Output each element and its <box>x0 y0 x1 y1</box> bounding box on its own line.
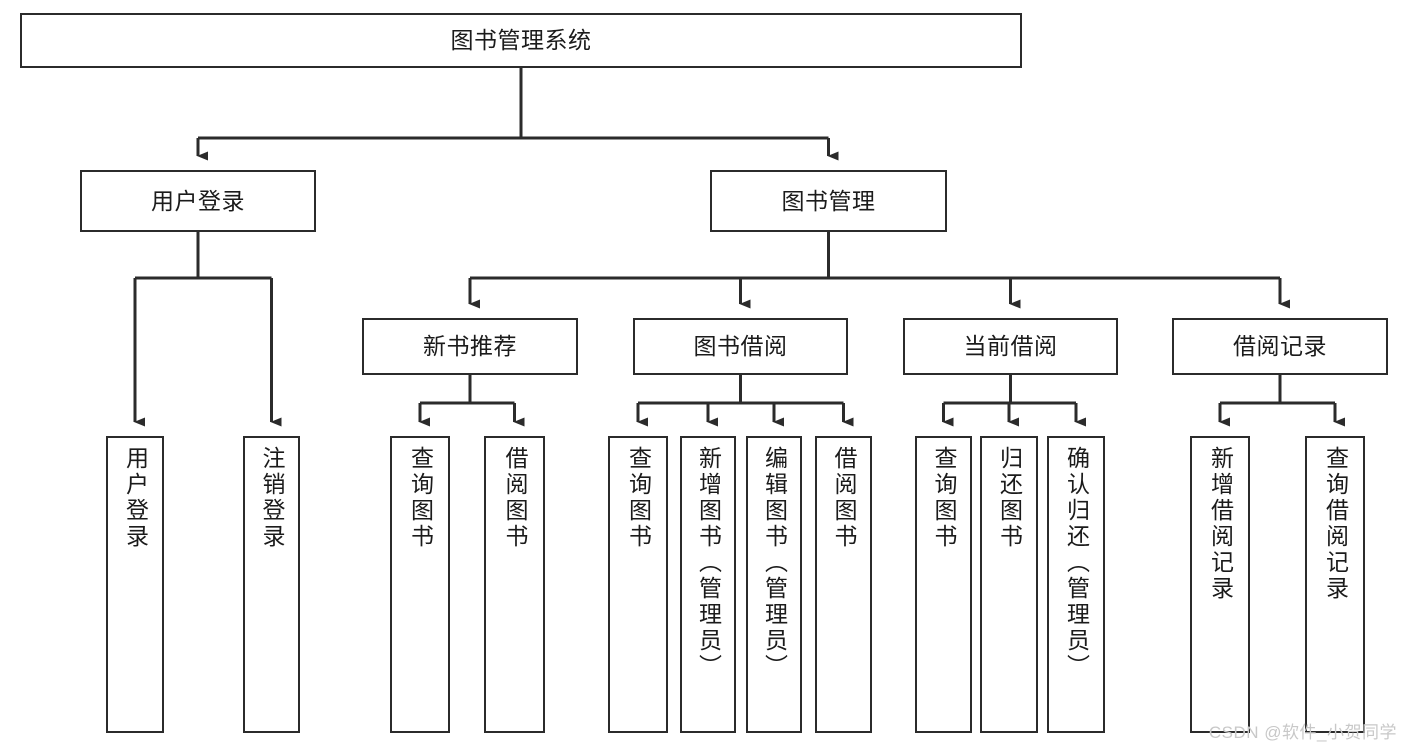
node-label: 图书管理系统 <box>450 27 592 54</box>
node-label: 查询图书 <box>931 446 957 550</box>
node-borrow-record[interactable]: 借阅记录 <box>1172 318 1388 375</box>
node-label: 新增图书（管理员） <box>695 446 722 680</box>
node-label: 编辑图书（管理员） <box>761 446 788 680</box>
node-label: 查询图书 <box>625 446 652 550</box>
node-book-mgmt[interactable]: 图书管理 <box>710 170 947 232</box>
node-leaf-bb-add[interactable]: 新增图书（管理员） <box>680 436 736 733</box>
node-new-book-rec[interactable]: 新书推荐 <box>362 318 578 375</box>
node-label: 借阅图书 <box>831 446 857 550</box>
node-label: 当前借阅 <box>963 333 1058 360</box>
node-leaf-br-query[interactable]: 查询借阅记录 <box>1305 436 1365 733</box>
node-label: 注销登录 <box>259 446 285 550</box>
node-leaf-user-login[interactable]: 用户登录 <box>106 436 164 733</box>
node-label: 图书借阅 <box>693 333 788 360</box>
node-leaf-rec-query[interactable]: 查询图书 <box>390 436 450 733</box>
node-leaf-bb-borrow[interactable]: 借阅图书 <box>815 436 872 733</box>
node-leaf-bb-edit[interactable]: 编辑图书（管理员） <box>746 436 802 733</box>
node-leaf-cb-confirm[interactable]: 确认归还（管理员） <box>1047 436 1105 733</box>
node-label: 确认归还（管理员） <box>1063 446 1090 680</box>
node-leaf-cb-return[interactable]: 归还图书 <box>980 436 1038 733</box>
node-label: 用户登录 <box>151 187 245 214</box>
node-label: 查询借阅记录 <box>1322 446 1349 602</box>
node-leaf-user-logout[interactable]: 注销登录 <box>243 436 300 733</box>
node-current-borrow[interactable]: 当前借阅 <box>903 318 1118 375</box>
node-leaf-rec-borrow[interactable]: 借阅图书 <box>484 436 545 733</box>
node-label: 图书管理 <box>781 187 876 214</box>
node-book-borrow[interactable]: 图书借阅 <box>633 318 848 375</box>
node-leaf-cb-query[interactable]: 查询图书 <box>915 436 972 733</box>
node-label: 查询图书 <box>407 446 434 550</box>
node-label: 借阅图书 <box>502 446 528 550</box>
node-label: 归还图书 <box>996 446 1023 550</box>
node-label: 新增借阅记录 <box>1207 446 1234 602</box>
node-user-login[interactable]: 用户登录 <box>80 170 316 232</box>
node-leaf-br-add[interactable]: 新增借阅记录 <box>1190 436 1250 733</box>
node-label: 用户登录 <box>122 446 149 550</box>
node-root[interactable]: 图书管理系统 <box>20 13 1022 68</box>
node-leaf-bb-query[interactable]: 查询图书 <box>608 436 668 733</box>
csdn-watermark: CSDN @软件_小贺同学 <box>1208 723 1397 742</box>
node-label: 借阅记录 <box>1233 333 1327 360</box>
node-label: 新书推荐 <box>423 333 517 360</box>
